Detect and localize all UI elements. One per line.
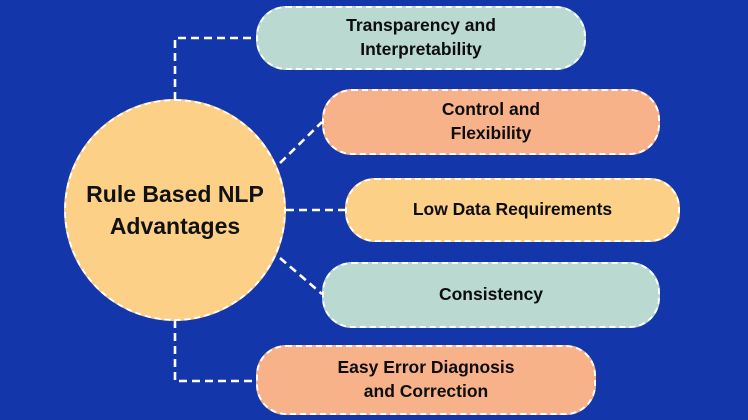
connector-top bbox=[173, 36, 257, 100]
connector-upper bbox=[279, 121, 323, 164]
advantage-label-consistency: Consistency bbox=[438, 284, 544, 305]
advantage-box-low-data: Low Data Requirements bbox=[345, 178, 680, 242]
advantage-label-error-diagnosis: Easy Error Diagnosis and Correction bbox=[337, 357, 515, 401]
connector-bottom bbox=[173, 320, 257, 383]
advantage-label-control: Control and Flexibility bbox=[441, 99, 541, 143]
advantage-box-transparency: Transparency and Interpretability bbox=[256, 6, 586, 70]
advantage-box-control: Control and Flexibility bbox=[322, 89, 660, 155]
advantage-box-error-diagnosis: Easy Error Diagnosis and Correction bbox=[256, 345, 596, 415]
central-topic-label: Rule Based NLP Advantages bbox=[86, 180, 264, 239]
advantage-label-transparency: Transparency and Interpretability bbox=[346, 15, 496, 59]
central-topic-circle: Rule Based NLP Advantages bbox=[64, 99, 286, 321]
advantage-box-consistency: Consistency bbox=[322, 262, 660, 328]
advantage-label-low-data: Low Data Requirements bbox=[412, 199, 613, 220]
connector-lower bbox=[279, 257, 323, 295]
